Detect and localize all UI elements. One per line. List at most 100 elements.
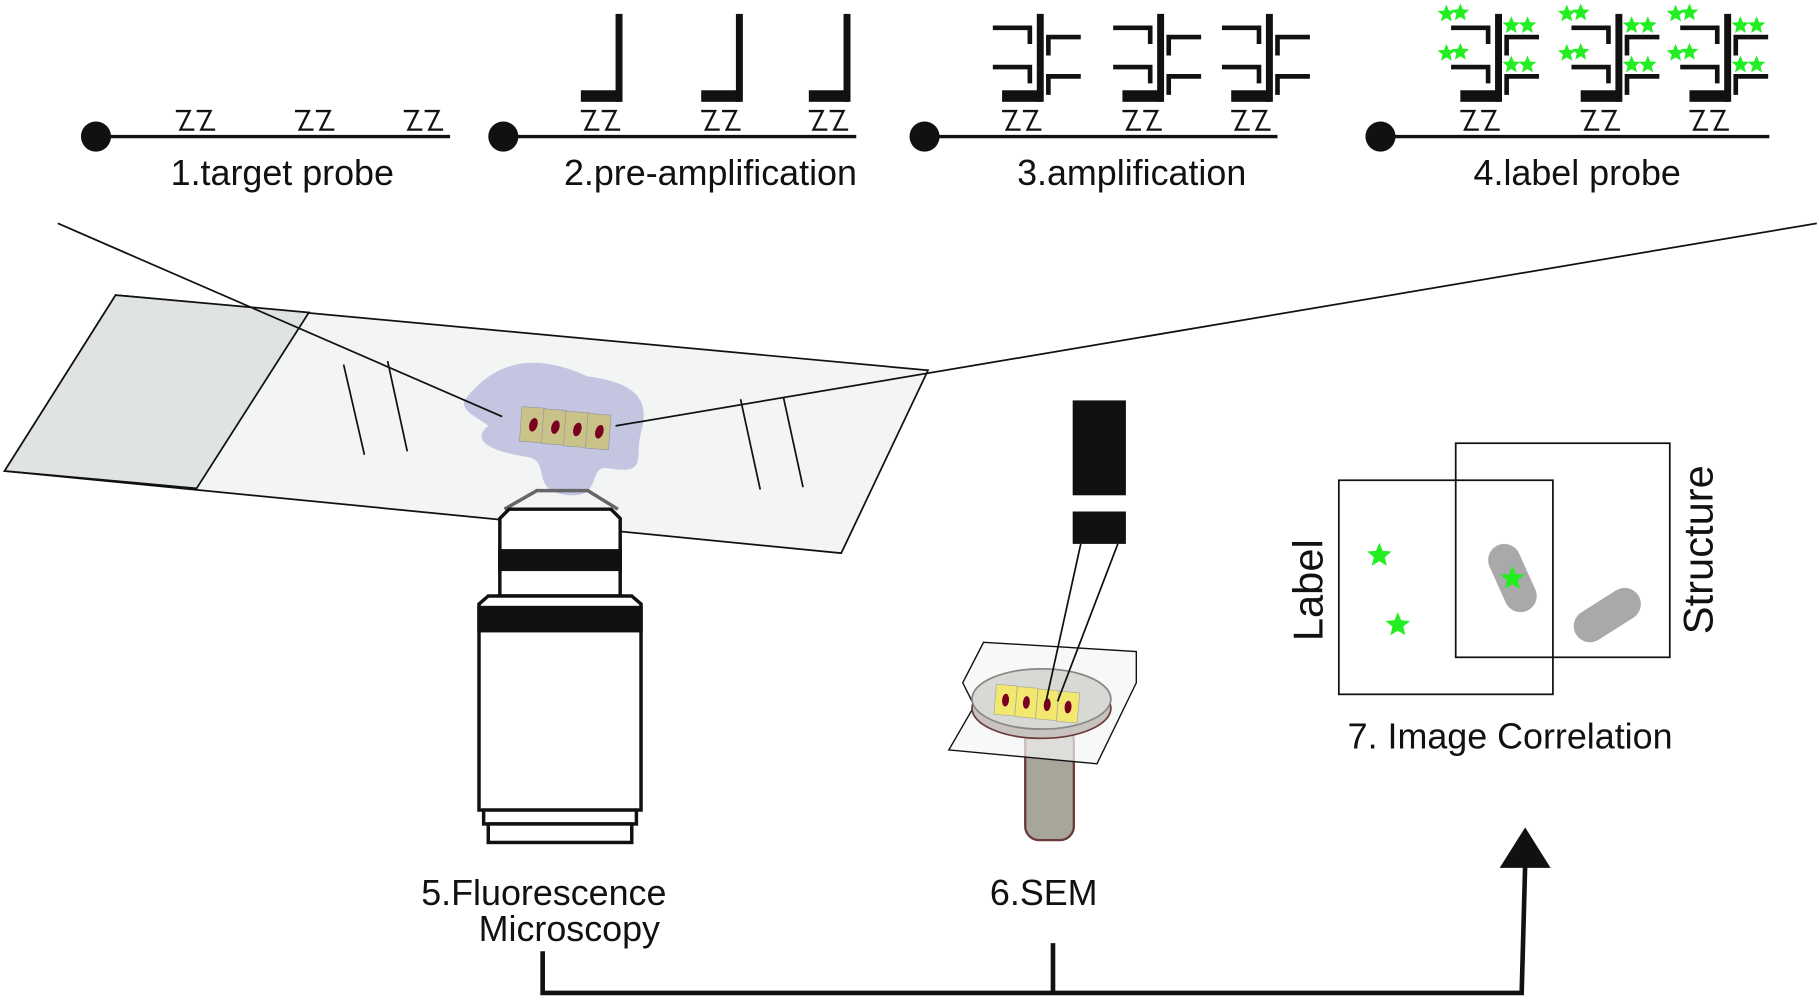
preamplifier-stem [1724,13,1732,102]
step-6-label: 6.SEM [990,873,1098,913]
cell [993,683,1018,717]
fluorescent-star-icon [1639,16,1657,33]
probe-steps [80,3,1770,152]
fluorescent-star-icon [1666,4,1685,22]
probe-zz-icon [1580,109,1600,131]
fluorescent-star-icon [1622,55,1641,73]
cells [519,406,612,451]
amplifier-branch [992,25,1033,44]
fluorescent-star-icon [1385,612,1410,636]
probe-zz-icon [1689,109,1708,131]
fluorescent-star-icon [1622,16,1641,33]
fluorescent-star-icon [1747,55,1766,73]
probe-zz-icon [808,109,828,131]
amplifier-branch [1680,64,1720,84]
sem-icon [947,400,1138,842]
step-1-label: 1.target probe [171,153,394,193]
probe-zz-icon [295,109,314,131]
preamplifier-stem [843,13,851,102]
structure-axis-text: Structure [1675,465,1722,634]
amplifier-branch [1113,64,1153,84]
probe-zz-icon [722,109,741,131]
preamplifier-stem [1036,13,1044,102]
preamplifier-base [1002,90,1042,102]
fluorescent-star-icon [1571,42,1590,60]
probe-zz-icon [175,109,195,131]
zoom-line-left [57,222,503,418]
fluorescent-star-icon [1747,16,1766,33]
fluorescent-star-icon [1451,3,1470,21]
amplifier-branch [1451,64,1491,84]
cell [541,408,568,446]
step-5-label: 5.Fluorescence [421,873,666,913]
fluorescent-star-icon [1558,43,1576,61]
fluorescent-star-icon [1731,55,1750,73]
cell-nucleus [1002,693,1010,707]
amplifier-branch [1221,64,1262,84]
glass-slide [3,294,930,555]
arrowhead-icon [1499,827,1551,868]
cell-nucleus [1043,698,1051,712]
amplifier-branch [1733,74,1769,95]
preamplifier-base [1231,90,1271,102]
fluorescent-star-icon [1502,16,1521,33]
structure-image-frame [1454,442,1671,659]
probe-zz-icon [403,109,423,131]
amplifier-branch [1046,34,1081,56]
amplifier-branch [1166,34,1202,56]
probe-zz-icon [1252,109,1271,131]
structure-shape [1573,587,1641,643]
probe-zz-icon [601,109,621,131]
probe-anchor-dot [488,121,519,152]
amplifier-branch [1680,25,1720,44]
preamplifier-stem [1495,13,1502,102]
probe-zz-icon [1143,109,1162,131]
fluorescent-star-icon [1451,42,1470,60]
amplifier-branch [1046,74,1081,95]
fluorescent-star-icon [1437,4,1456,22]
fluorescent-star-icon [1500,565,1525,589]
preamplifier-base [1460,90,1500,102]
cell-nucleus [529,418,538,432]
label-image-frame [1337,479,1554,696]
probe-zz-icon [829,109,849,131]
step-3-label: 3.amplification [1017,153,1246,193]
amplifier-branch [1113,25,1153,44]
probe-zz-icon [1122,109,1141,131]
fluorescent-star-icon [1639,55,1657,73]
probe-zz-icon [1601,109,1621,131]
fluorescent-star-icon [1367,542,1392,566]
amplifier-branch [1166,74,1202,95]
probe-zz-icon [315,109,335,131]
cell [563,410,590,448]
probe-zz-icon [701,109,720,131]
preamplifier-base [808,90,849,102]
fluorescent-star-icon [1518,16,1537,33]
probe-zz-icon [1710,109,1729,131]
amplifier-branch [1624,34,1660,56]
label-axis-text: Label [1285,539,1332,641]
amplifier-branch [1451,25,1491,44]
step-2-label: 2.pre-amplification [564,153,857,193]
preamplifier-base [580,90,621,102]
amplifier-branch [1504,74,1540,95]
fluorescent-star-icon [1571,3,1590,21]
probe-zz-icon [1002,109,1021,131]
amplifier-branch [1221,25,1262,44]
preamplifier-stem [615,13,623,102]
cell [585,413,612,451]
amplifier-branch [1275,74,1310,95]
step-7-label: 7. Image Correlation [1348,717,1673,757]
fluorescent-star-icon [1680,3,1699,21]
fluorescent-star-icon [1518,55,1537,73]
fluorescent-star-icon [1437,43,1456,61]
amplifier-branch [1571,25,1611,44]
cell [1014,686,1039,719]
cell-nucleus [1064,700,1072,714]
preamplifier-base [701,90,741,102]
fluorescent-star-icon [1731,16,1750,33]
amplifier-branch [1504,34,1540,56]
cell-nucleus [595,424,604,439]
zoom-line-right [615,222,1817,427]
